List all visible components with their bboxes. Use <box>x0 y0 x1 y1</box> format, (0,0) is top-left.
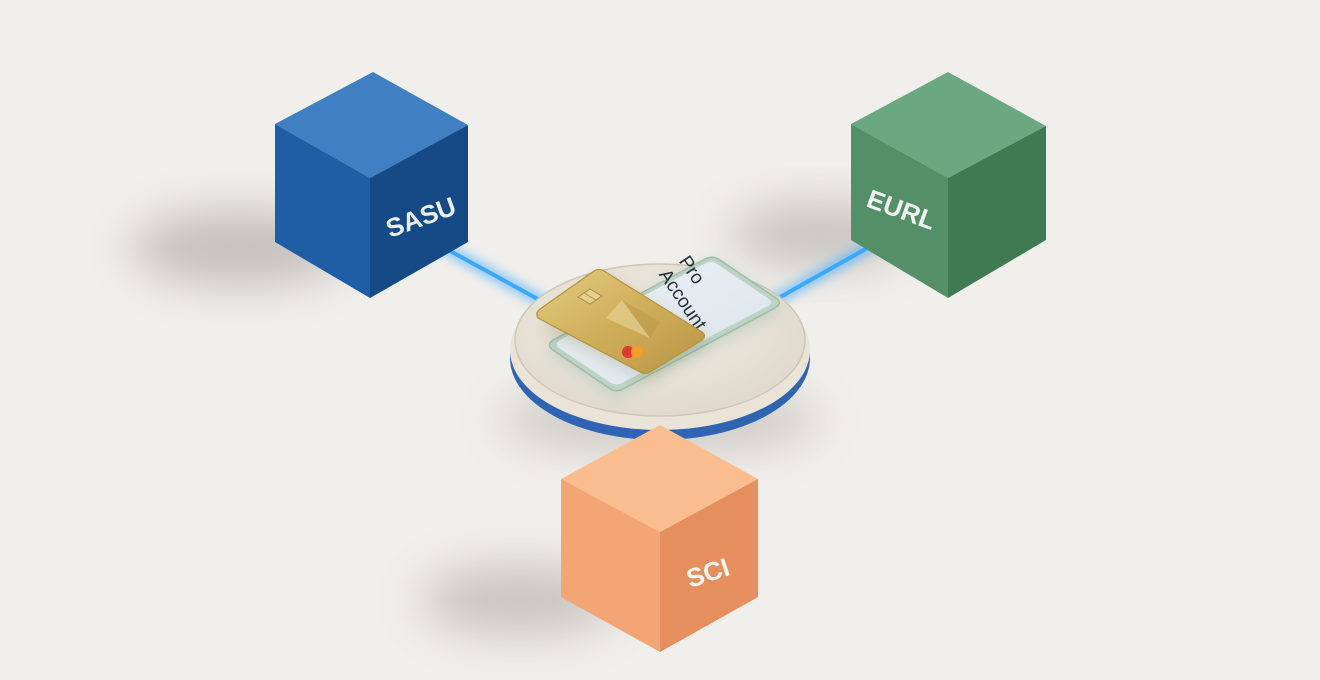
chip-icon <box>577 288 603 305</box>
cube-sasu: SASU <box>275 72 468 298</box>
cube-sci: SCI <box>561 425 758 652</box>
ground-shadows <box>130 201 910 636</box>
mastercard-logo-icon <box>622 346 643 358</box>
payment-card <box>536 268 710 378</box>
cube-eurl: EURL <box>851 72 1046 298</box>
central-hub: Pro Account <box>510 252 810 440</box>
